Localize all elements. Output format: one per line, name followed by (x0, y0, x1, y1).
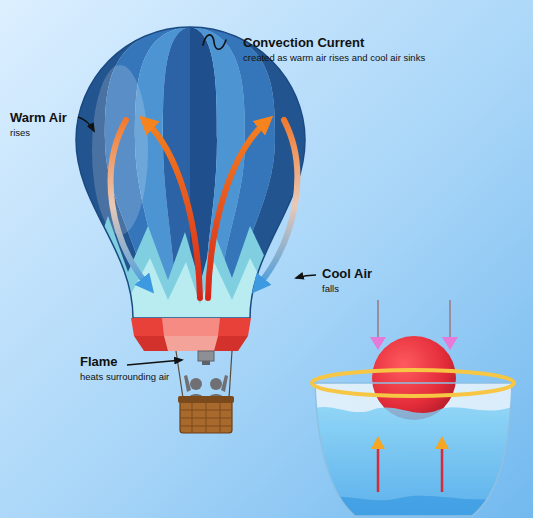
balloon-lower-panel (60, 214, 320, 330)
water-body (310, 406, 515, 518)
down-arrow-shaft (377, 300, 379, 338)
rope (176, 351, 183, 398)
weave-line (206, 403, 207, 433)
water (310, 406, 515, 518)
passenger-head (190, 378, 202, 390)
cool-air-arrow (258, 120, 297, 286)
callout-anchor: Convection Current (243, 35, 364, 51)
basket-weave (181, 403, 231, 433)
rope (229, 351, 232, 398)
leader-arrow (296, 275, 316, 278)
passenger-head (210, 378, 222, 390)
passenger-arm (221, 375, 228, 392)
down-arrow-shaft (449, 300, 451, 338)
callout-heading: Cool Air (322, 266, 372, 282)
up-arrow-shaft (441, 448, 444, 492)
warm-air-arrow (208, 122, 266, 298)
callout-note: rises (10, 127, 30, 138)
burner (198, 351, 214, 361)
down-arrow-head (442, 337, 458, 350)
leader-arrow (127, 360, 182, 365)
balloon-skirt-panel (164, 336, 218, 351)
callout-anchor: Cool Air (322, 266, 372, 282)
callout-note: falls (322, 283, 339, 294)
balloon-skirt (131, 318, 251, 336)
warm-air-arrow (146, 122, 200, 298)
up-arrow-head (435, 436, 449, 449)
callout-note: heats surrounding air (80, 371, 169, 382)
cool-air-arrow (111, 120, 148, 286)
callout-anchor: Flame (80, 354, 118, 370)
balloon-skirt (134, 336, 248, 351)
balloon-outline (76, 27, 305, 318)
callout-heading: Convection Current (243, 35, 364, 51)
up-arrow-head (371, 436, 385, 449)
burner (202, 361, 210, 365)
passenger-arm (184, 375, 191, 392)
callout-heading: Flame (80, 354, 118, 370)
balloon-skirt-panel (162, 318, 220, 336)
callout-anchor: rises (10, 127, 30, 138)
squiggle-symbol (203, 35, 226, 49)
basket-rim (178, 396, 234, 403)
callout-anchor: heats surrounding air (80, 371, 169, 382)
up-arrow-shaft (377, 448, 380, 492)
weave-line (220, 403, 221, 433)
basket (180, 398, 232, 433)
ball (372, 336, 456, 420)
bowl-rim-ring (312, 370, 514, 396)
bowl-outline (315, 383, 512, 516)
callout-note: created as warm air rises and cool air s… (243, 52, 425, 63)
down-arrow-head (370, 337, 386, 350)
callout-anchor: falls (322, 283, 339, 294)
callout-heading: Warm Air (10, 110, 67, 126)
callout-anchor: Warm Air (10, 110, 67, 126)
balloon-envelope (60, 27, 320, 330)
balloon-highlight (92, 65, 148, 235)
leader-arrow (78, 117, 94, 131)
weave-line (192, 403, 193, 433)
callout-anchor: created as warm air rises and cool air s… (243, 52, 425, 63)
